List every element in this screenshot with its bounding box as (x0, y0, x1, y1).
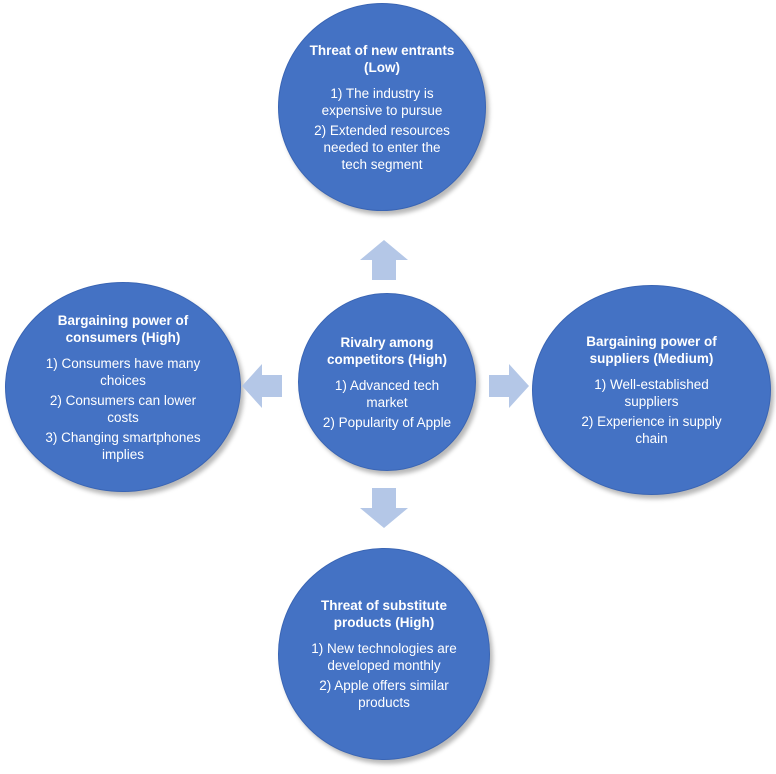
consumer-power-circle: Bargaining power of consumers (High) 1) … (5, 282, 241, 492)
supplier-power-point-1: 1) Well-established suppliers (594, 377, 709, 409)
consumer-power-point-1: 1) Consumers have many choices (45, 355, 201, 388)
rivalry-title: Rivalry among competitors (High) (327, 334, 447, 367)
consumer-power-point-2: 2) Consumers can lower costs (49, 392, 197, 425)
substitute-threat-title: Threat of substitute products (High) (320, 598, 447, 630)
supplier-power-circle: Bargaining power of suppliers (Medium) 1… (532, 285, 771, 495)
consumer-power-point-3: 3) Changing smartphones implies (45, 429, 201, 462)
rivalry-point-2: 2) Popularity of Apple (322, 414, 452, 430)
arrow-up-icon (360, 240, 408, 280)
rivalry-point-1: 1) Advanced tech market (334, 377, 440, 410)
threat-new-entrants-title: Threat of new entrants (Low) (309, 42, 455, 75)
substitute-threat-circle: Threat of substitute products (High) 1) … (278, 548, 490, 760)
substitute-threat-point-1: 1) New technologies are developed monthl… (311, 641, 457, 673)
arrow-left-icon (242, 364, 282, 408)
arrow-down-icon (360, 488, 408, 528)
consumer-power-title: Bargaining power of consumers (High) (57, 312, 189, 345)
threat-new-entrants-point-2: 2) Extended resources needed to enter th… (314, 122, 450, 172)
substitute-threat-point-2: 2) Apple offers similar products (319, 678, 449, 710)
threat-new-entrants-circle: Threat of new entrants (Low) 1) The indu… (278, 3, 486, 211)
arrow-right-icon (489, 364, 529, 408)
supplier-power-point-2: 2) Experience in supply chain (581, 414, 722, 446)
threat-new-entrants-point-1: 1) The industry is expensive to pursue (321, 85, 443, 118)
supplier-power-title: Bargaining power of suppliers (Medium) (586, 334, 717, 366)
rivalry-circle: Rivalry among competitors (High) 1) Adva… (298, 293, 476, 471)
